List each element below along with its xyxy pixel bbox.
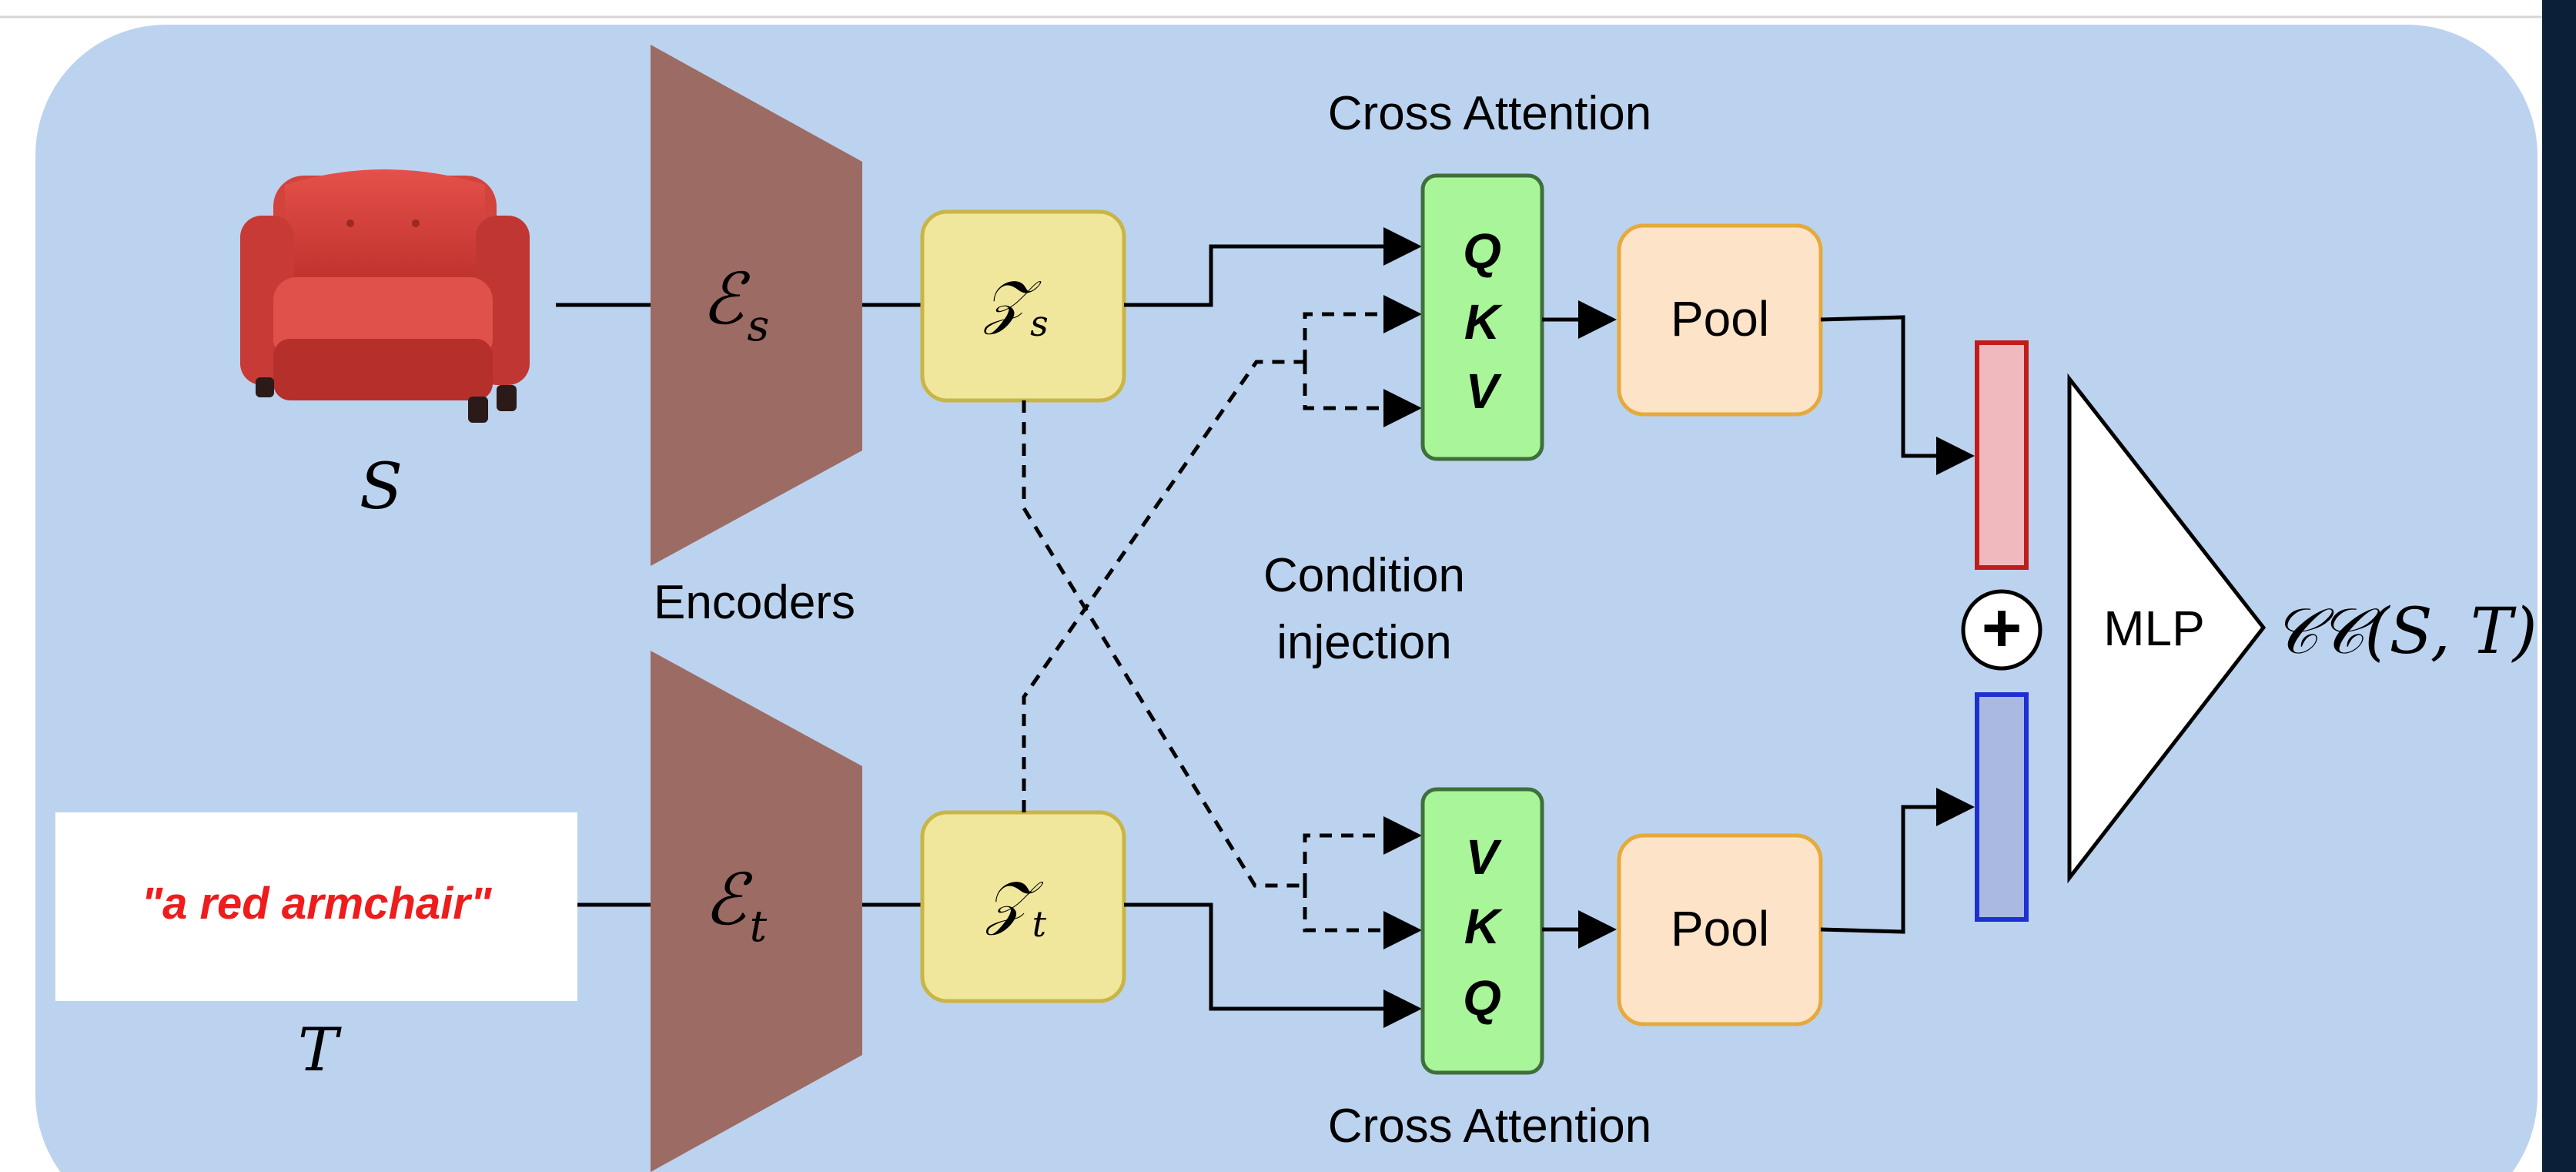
text-feature-bar — [1975, 692, 2029, 922]
shape-latent-to-query-arrow — [1124, 227, 1422, 307]
bottom-key-label: K — [1464, 899, 1504, 954]
shape-variable-label: S — [360, 450, 403, 524]
text-prompt-box — [55, 812, 577, 1001]
cross-attention-top-block — [1420, 173, 1544, 461]
output-score-label: 𝒞𝒞(S, T) — [2273, 595, 2538, 668]
shape-condition-injection-path — [1022, 400, 1305, 888]
text-encoder — [651, 651, 862, 1172]
shape-feature-bar — [1975, 340, 2029, 570]
text-to-value-arrow-top — [1303, 362, 1422, 427]
encoders-label: Encoders — [654, 576, 855, 629]
pool-bottom-label: Pool — [1671, 901, 1769, 956]
cross-attention-top-label: Cross Attention — [1328, 87, 1651, 140]
mlp-label: MLP — [2103, 601, 2205, 656]
pool-top-label: Pool — [1671, 291, 1769, 347]
text-latent-to-query-arrow — [1124, 902, 1422, 1028]
dark-side-band — [2542, 0, 2576, 1172]
shape-encoder-symbol: ℰs — [701, 258, 769, 351]
condition-injection-label-line1: Condition — [1263, 549, 1465, 602]
top-value-label: V — [1466, 363, 1503, 419]
bottom-value-label: V — [1466, 829, 1503, 885]
text-to-key-arrow-top — [1303, 295, 1422, 362]
top-key-label: K — [1464, 294, 1504, 350]
pool-bottom-to-feature-arrow — [1820, 788, 1975, 934]
text-condition-injection-path — [1022, 360, 1305, 812]
concat-plus-icon — [1961, 589, 2042, 671]
pool-top-box — [1617, 223, 1823, 417]
cross-attention-bottom-label: Cross Attention — [1328, 1100, 1651, 1153]
mlp-block — [2067, 373, 2267, 884]
condition-injection-label-line2: injection — [1276, 616, 1451, 669]
armchair-image — [240, 169, 530, 423]
bottom-query-label: Q — [1463, 970, 1501, 1026]
text-encoder-symbol: ℰt — [704, 859, 768, 952]
top-query-label: Q — [1463, 223, 1501, 279]
concat-plus-symbol: + — [1982, 590, 2022, 667]
shape-to-value-arrow-bottom — [1303, 816, 1422, 886]
pool-top-to-feature-arrow — [1820, 315, 1975, 475]
text-prompt: "a red armchair" — [142, 879, 493, 929]
shape-to-key-arrow-bottom — [1303, 886, 1422, 949]
shape-encoder — [651, 45, 862, 566]
text-variable-label: T — [298, 1016, 342, 1085]
